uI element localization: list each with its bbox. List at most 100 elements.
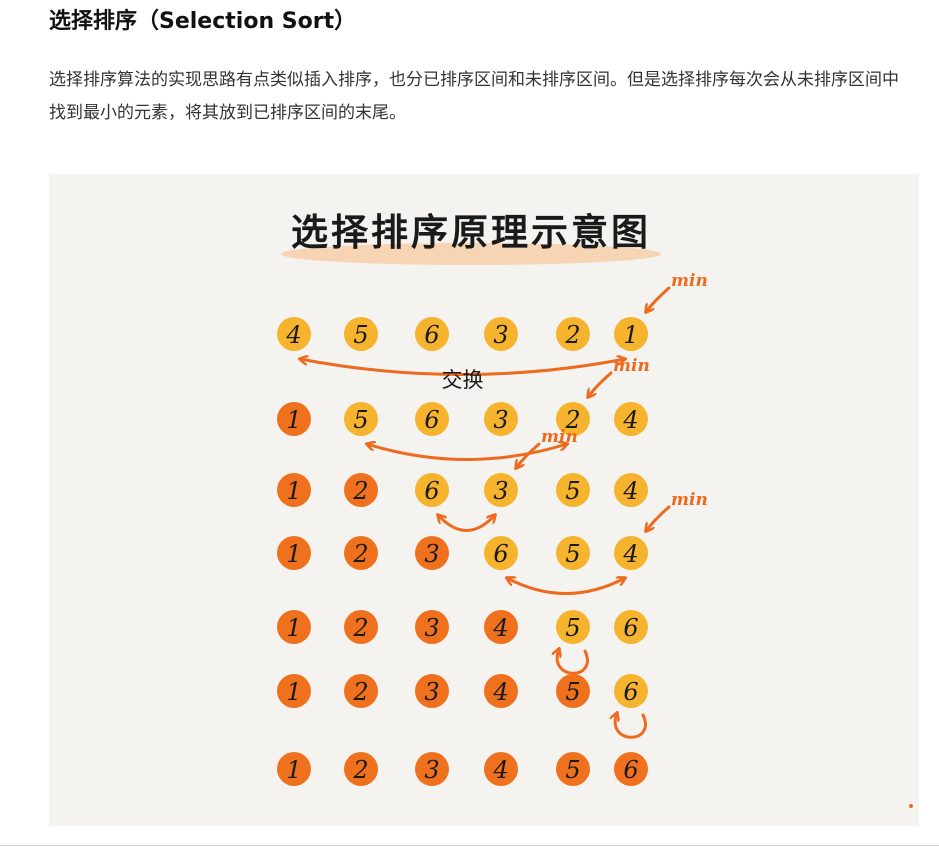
ball-number: 2 xyxy=(564,406,580,434)
self-swap-arrow xyxy=(615,713,647,739)
ball-number: 6 xyxy=(424,321,439,349)
ball-number: 6 xyxy=(623,756,638,784)
number-ball xyxy=(484,473,518,507)
ball-number: 3 xyxy=(493,477,508,505)
ball-number: 5 xyxy=(565,614,580,642)
ball-number: 6 xyxy=(623,614,638,642)
number-ball xyxy=(614,473,648,507)
ball-number: 6 xyxy=(623,678,638,706)
divider-line xyxy=(0,845,939,846)
ball-number: 1 xyxy=(286,678,301,706)
number-ball xyxy=(556,674,590,708)
number-ball xyxy=(344,402,378,436)
ball-number: 6 xyxy=(424,406,439,434)
intro-paragraph: 选择排序算法的实现思路有点类似插入排序，也分已排序区间和未排序区间。但是选择排序… xyxy=(49,70,899,123)
number-ball xyxy=(277,536,311,570)
min-label: min xyxy=(671,490,708,510)
ball-number: 1 xyxy=(286,540,301,568)
ball-number: 5 xyxy=(565,540,580,568)
ball-number: 2 xyxy=(352,678,368,706)
ball-number: 2 xyxy=(564,321,580,349)
number-ball xyxy=(556,402,590,436)
number-ball xyxy=(556,752,590,786)
number-ball xyxy=(415,317,449,351)
number-ball xyxy=(484,402,518,436)
number-ball xyxy=(556,536,590,570)
ball-number: 5 xyxy=(565,756,580,784)
number-ball xyxy=(415,674,449,708)
min-pointer-arrow xyxy=(516,442,541,468)
number-ball xyxy=(277,317,311,351)
number-ball xyxy=(614,752,648,786)
number-ball xyxy=(484,752,518,786)
number-ball xyxy=(614,674,648,708)
swap-arrow xyxy=(438,515,495,532)
section-heading: 选择排序（Selection Sort） xyxy=(49,9,357,34)
ball-number: 6 xyxy=(424,477,439,505)
ball-number: 4 xyxy=(492,678,508,706)
number-ball xyxy=(344,610,378,644)
number-ball xyxy=(556,610,590,644)
swap-arrow xyxy=(367,444,567,461)
number-ball xyxy=(415,610,449,644)
min-label: min xyxy=(541,427,578,447)
ball-number: 2 xyxy=(352,756,368,784)
ball-number: 5 xyxy=(353,321,368,349)
ball-number: 1 xyxy=(286,406,301,434)
ball-number: 3 xyxy=(424,756,439,784)
swap-arrow xyxy=(300,359,625,376)
ball-number: 4 xyxy=(622,477,638,505)
min-label: min xyxy=(613,356,650,376)
ball-number: 3 xyxy=(424,678,439,706)
number-ball xyxy=(277,402,311,436)
ball-number: 3 xyxy=(493,321,508,349)
number-ball xyxy=(277,610,311,644)
min-pointer-arrow xyxy=(646,505,671,531)
diagram-canvas: 选择排序原理示意图 4 5 6 3 2 1 交换 min 1 5 6 3 2 4 min 1 2 6 3 5 4 min 1… xyxy=(277,210,913,808)
ball-number: 2 xyxy=(352,477,368,505)
number-ball xyxy=(277,674,311,708)
ball-number: 5 xyxy=(565,678,580,706)
ball-number: 5 xyxy=(565,477,580,505)
number-ball xyxy=(484,536,518,570)
swap-label: 交换 xyxy=(442,368,484,392)
ball-number: 5 xyxy=(353,406,368,434)
diagram-title: 选择排序原理示意图 xyxy=(291,210,651,254)
ball-number: 4 xyxy=(492,756,508,784)
ball-number: 2 xyxy=(352,614,368,642)
number-ball xyxy=(484,610,518,644)
ball-number: 1 xyxy=(286,614,301,642)
number-ball xyxy=(415,402,449,436)
ball-number: 4 xyxy=(622,406,638,434)
number-ball xyxy=(344,674,378,708)
number-ball xyxy=(556,473,590,507)
ball-number: 3 xyxy=(424,540,439,568)
ball-number: 3 xyxy=(424,614,439,642)
number-ball xyxy=(344,536,378,570)
self-swap-arrow xyxy=(557,649,589,675)
selection-sort-diagram: 选择排序原理示意图 4 5 6 3 2 1 交换 min 1 5 6 3 2 4 min 1 2 6 3 5 4 min 1… xyxy=(49,174,919,826)
min-pointer-arrow xyxy=(588,371,613,397)
number-ball xyxy=(344,473,378,507)
title-highlight xyxy=(281,243,661,265)
number-ball xyxy=(484,317,518,351)
ball-number: 4 xyxy=(492,614,508,642)
number-ball xyxy=(556,317,590,351)
number-ball xyxy=(277,752,311,786)
ball-number: 1 xyxy=(286,477,301,505)
swap-arrow xyxy=(507,578,625,595)
min-pointer-arrow xyxy=(646,286,671,312)
number-ball xyxy=(415,473,449,507)
ball-number: 6 xyxy=(493,540,508,568)
number-ball xyxy=(484,674,518,708)
number-ball xyxy=(344,317,378,351)
number-ball xyxy=(614,536,648,570)
stray-dot xyxy=(909,804,913,808)
ball-number: 4 xyxy=(285,321,301,349)
min-label: min xyxy=(671,271,708,291)
ball-number: 1 xyxy=(623,321,638,349)
ball-number: 3 xyxy=(493,406,508,434)
number-ball xyxy=(344,752,378,786)
ball-number: 4 xyxy=(622,540,638,568)
number-ball xyxy=(277,473,311,507)
